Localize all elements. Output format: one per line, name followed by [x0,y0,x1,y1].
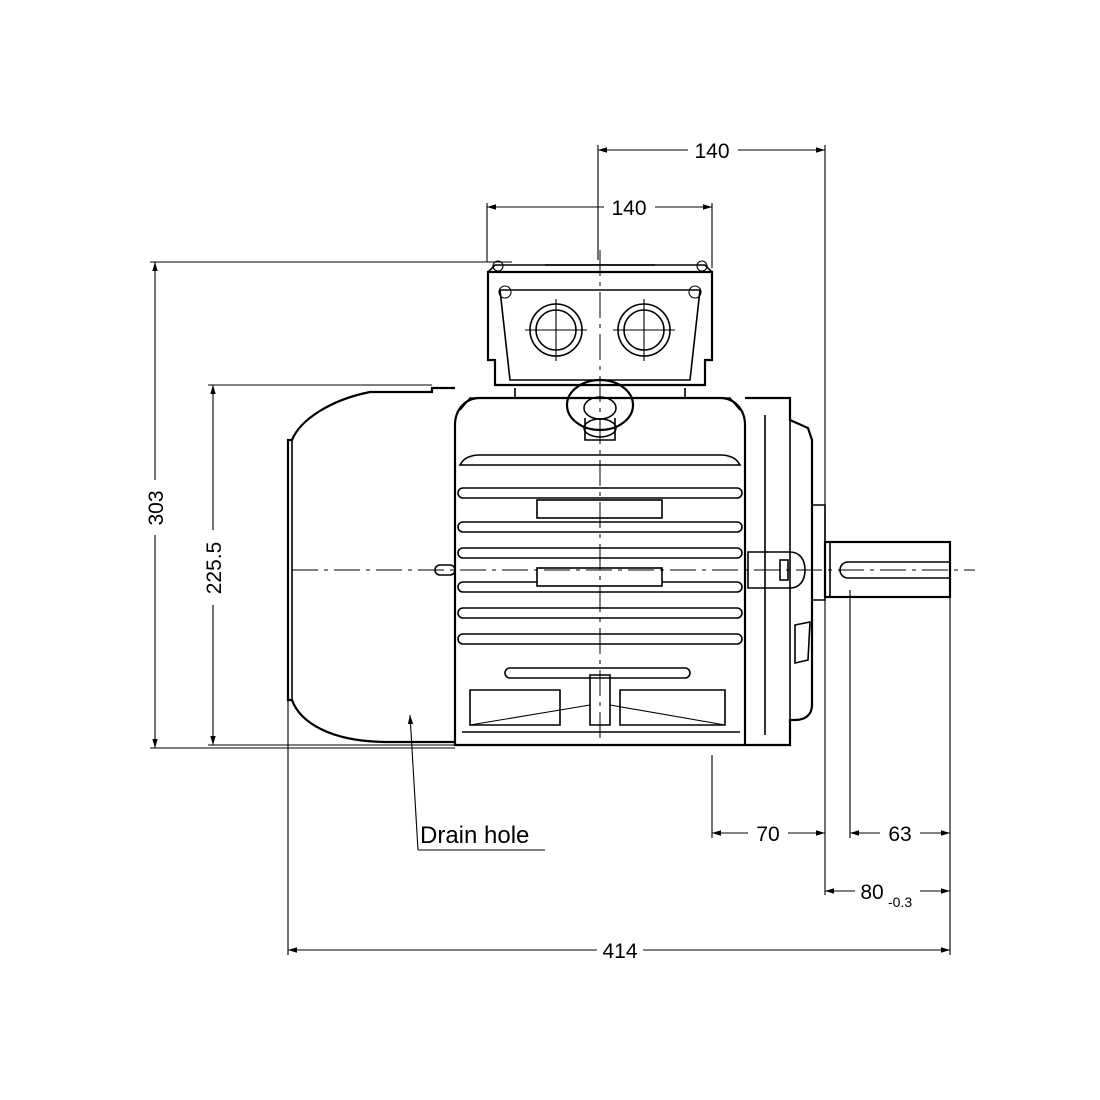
dim-height-body: 225.5 [203,542,226,595]
dim-top-box: 140 [611,197,646,220]
dim-shaft-key: 63 [888,823,911,846]
fan-cowl [286,386,455,744]
dim-shaft-tolerance: -0.3 [888,894,912,910]
dim-height-total: 303 [145,490,168,525]
dim-top-overall: 140 [694,140,729,163]
drive-end-shield [745,396,814,747]
motor-outline [286,250,975,747]
drain-hole-label: Drain hole [420,822,529,849]
cable-gland-left [525,299,587,361]
dim-foot-to-flange: 70 [756,823,779,846]
dim-overall-length: 414 [602,940,637,963]
cable-gland-right [613,299,675,361]
dimension-lines [150,145,951,955]
motor-feet [462,674,740,733]
dim-shaft-length: 80 [860,881,883,904]
